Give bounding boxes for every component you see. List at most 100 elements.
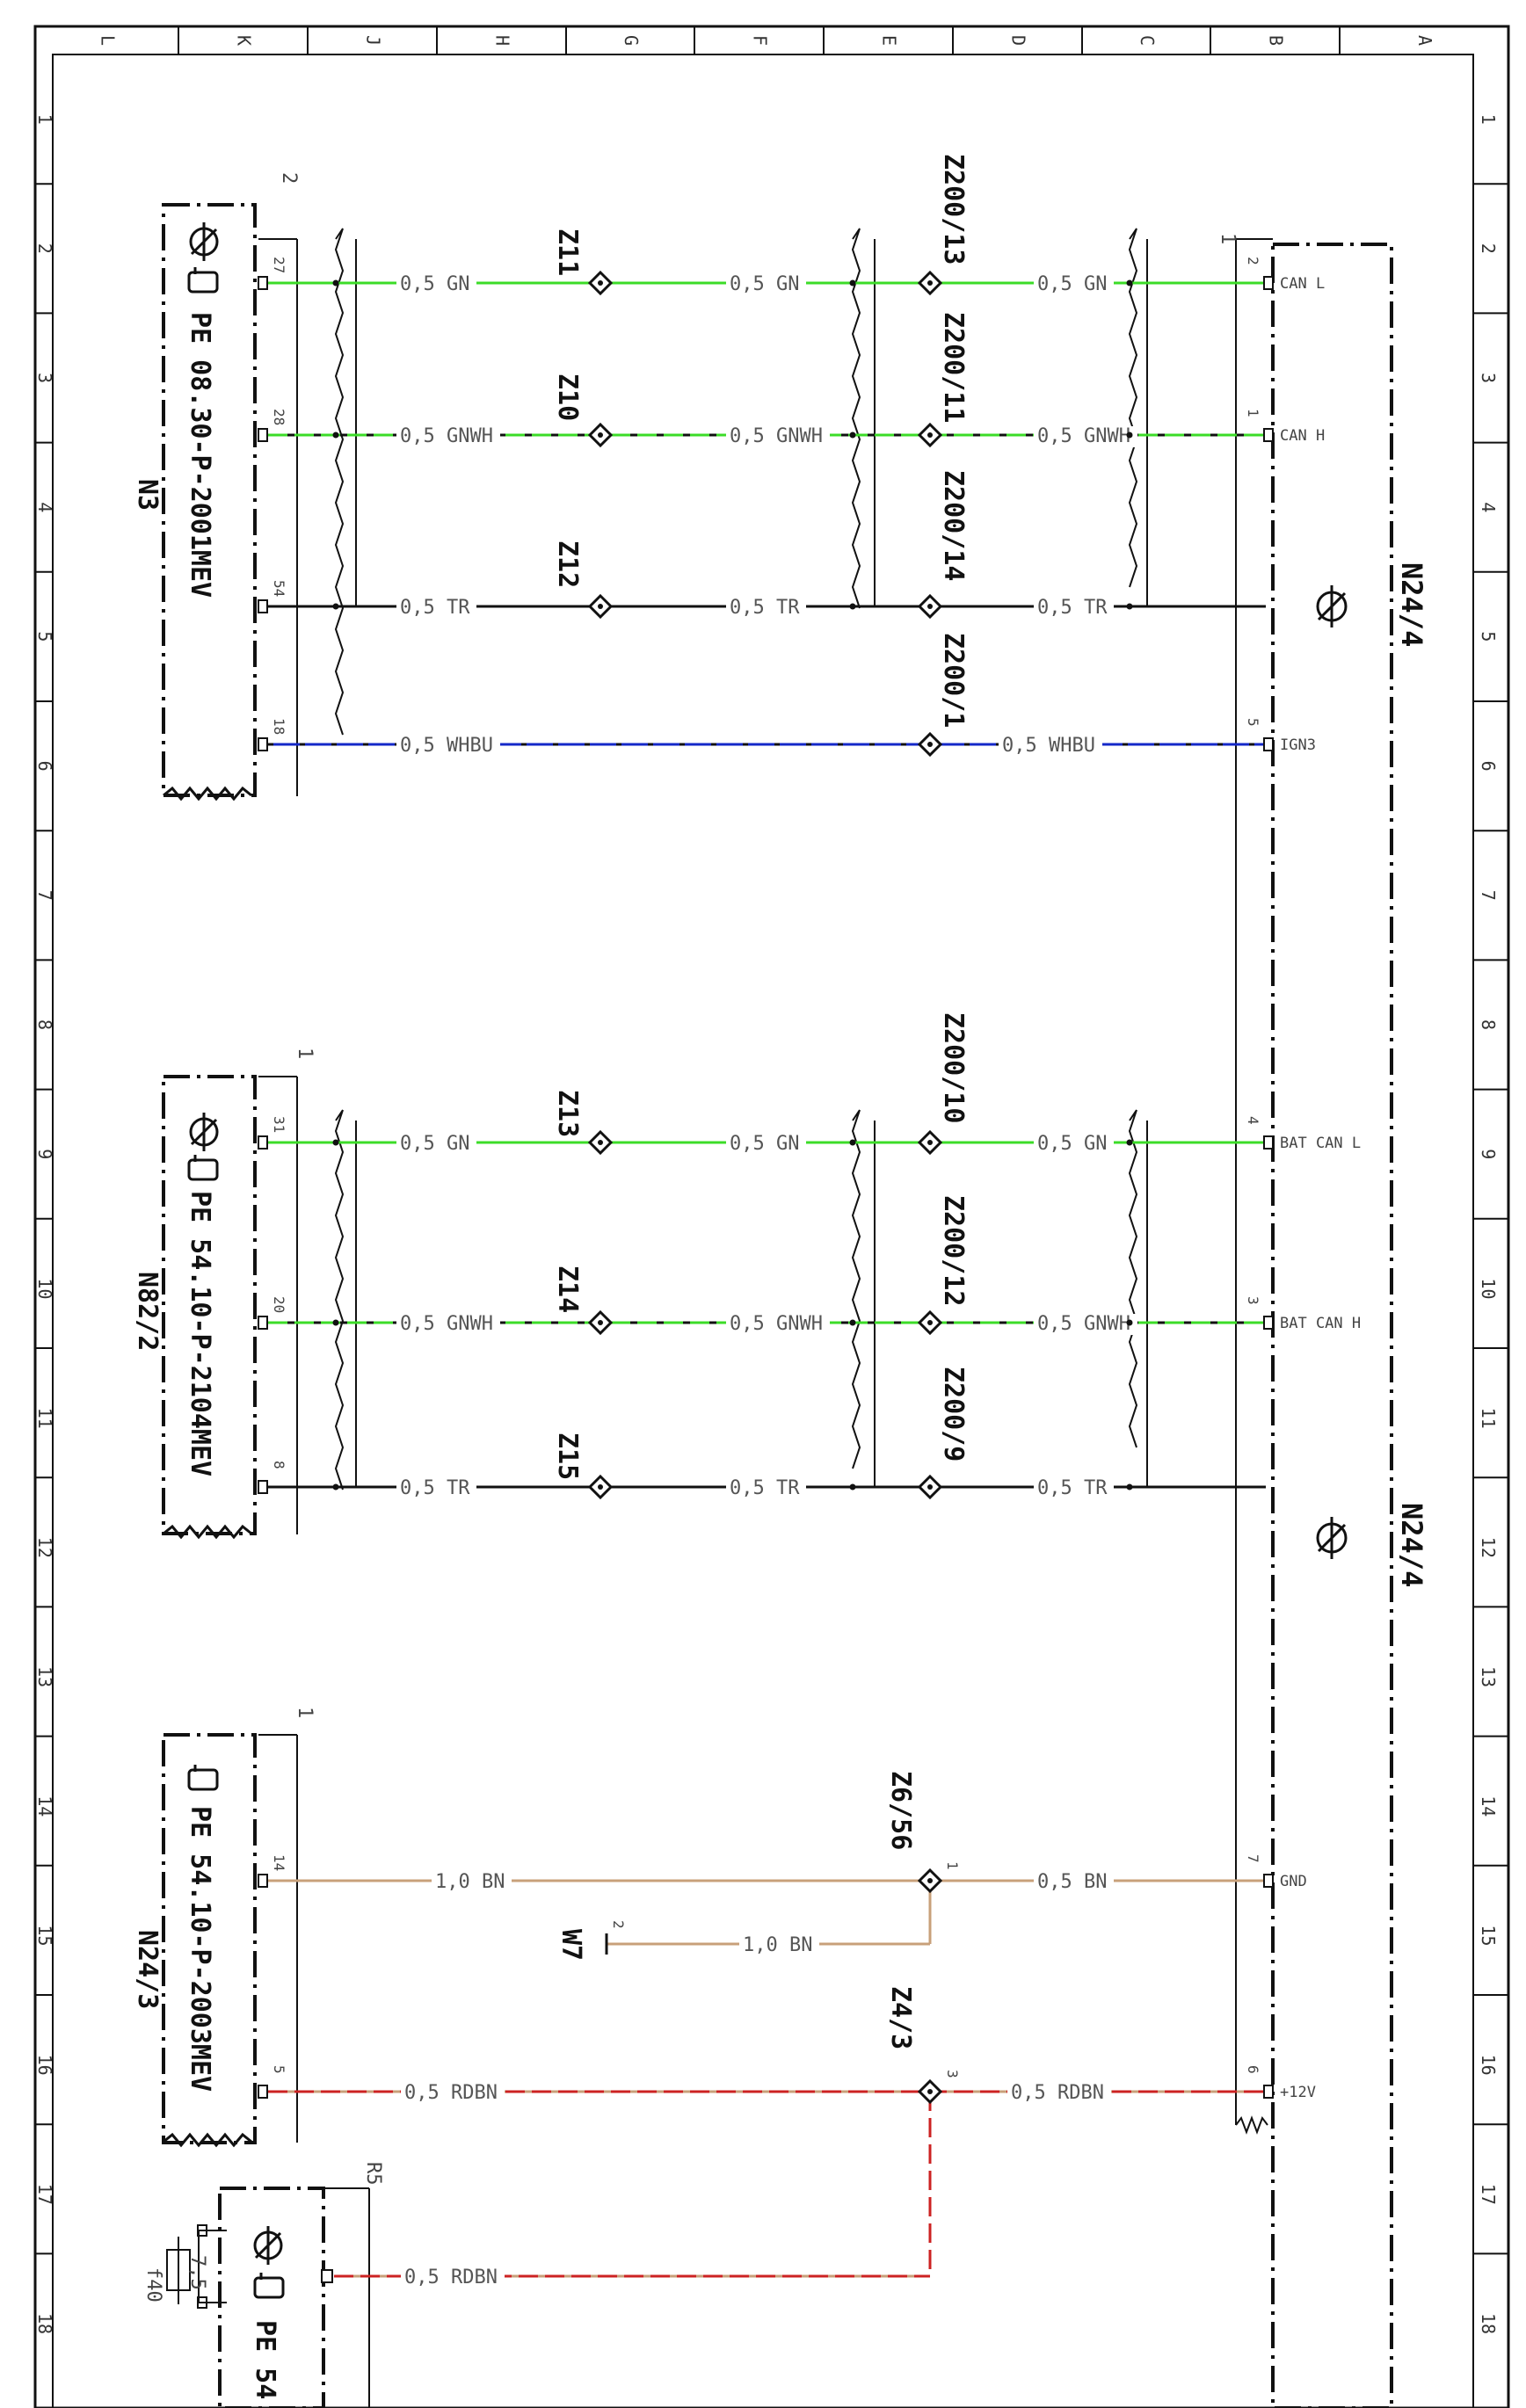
wire-label: 0,5 GNWH [1037,1313,1130,1335]
frame-row-label-left: 8 [34,1019,55,1030]
frame-row-label-left: 15 [34,1925,55,1946]
frame-column-label: E [879,35,900,46]
frame-column-label: F [750,35,771,46]
wire-label-bg [1034,1314,1137,1335]
wire-label: 0,5 RDBN [404,2267,498,2288]
splice-point: Z6/56 [885,1771,943,1894]
ecu-symbol-icon [189,1113,219,1151]
pin-name: BAT CAN L [1280,1135,1361,1152]
connector-pin [1263,2085,1274,2099]
junction-dot [849,1139,856,1146]
splice-dot [598,280,603,286]
frame-column-label: A [1414,35,1435,46]
connector-pin [258,276,268,290]
splice-dot [927,1140,933,1145]
wire-label-bg [1034,1872,1114,1893]
pin-number: 27 [271,257,287,273]
ecu-symbol-icon [189,222,219,261]
shield-zigzag-right [1128,228,1138,588]
frame-column-label: B [1266,35,1287,46]
junction-dot [849,1319,856,1326]
pin-number: 5 [1245,718,1261,727]
pin-number: 31 [271,1116,287,1133]
splice-dot [927,1484,933,1490]
frame-row-label-left: 7 [34,890,55,901]
frame-row-label-right: 14 [1478,1795,1499,1817]
splice-label: Z6/56 [885,1771,916,1850]
wire-label: 0,5 TR [400,597,470,619]
splice-dot [927,742,933,747]
connector-pin [258,1480,268,1494]
wire-label-bg [1034,426,1137,447]
frame-column-label: L [98,35,119,46]
twisted-pair-shield-marks [334,228,1148,1490]
connector-pin [258,599,268,613]
wire-label-bg [396,1134,476,1155]
splice-label: Z11 [552,228,583,276]
connector-n3-reference[interactable]: PE 08.30-P-2001MEV [185,312,215,598]
pin-number: 2 [610,1920,627,1929]
splice-point: Z11 [552,228,614,296]
splice-point: Z200/13 [917,154,969,296]
hand-pointer-icon [187,1155,219,1181]
wire-label-bg [726,1478,806,1499]
frame-column-label: K [234,35,255,46]
splice-dot [927,604,933,609]
connector-n24-3-reference[interactable]: PE 54.10-P-2003MEV [185,1806,215,2092]
splice-point: Z13 [552,1090,614,1156]
splice-label: Z200/11 [938,312,969,423]
pin-number: 18 [271,718,287,735]
frame-row-label-left: 6 [34,761,55,772]
pin-number: 28 [271,409,287,425]
frame-row-label-right: 9 [1478,1149,1499,1159]
splice-label: Z200/14 [938,470,969,581]
fuse-f40-rating: 7,5 [186,2255,208,2290]
splice-dot [598,1484,603,1490]
wire-label: 0,5 GN [400,273,469,295]
wire-label: 0,5 GN [730,273,799,295]
pin-number: 6 [1245,2065,1261,2074]
connector-n82-2-reference[interactable]: PE 54.10-P-2104MEV [185,1191,215,1476]
splice-dot [927,2089,933,2094]
frame-row-label-right: 3 [1478,373,1499,383]
junction-dot [849,432,856,439]
wire-label: 0,5 GN [1037,273,1107,295]
module-r5-reference[interactable]: PE 54 [250,2320,280,2399]
wire-label: 1,0 BN [743,1934,812,1956]
shield-zigzag-n82 [334,1109,345,1490]
frame-row-label-left: 5 [34,631,55,642]
junction-dot [1126,279,1133,286]
connector-pin [321,2269,333,2283]
frame-row-label-left: 14 [34,1795,55,1817]
connector-n24-3-boundary [162,1733,257,2144]
wire-label: 0,5 BN [1037,1871,1107,1893]
wire-label: 0,5 TR [730,1477,800,1499]
shield-zigzag-mid [851,228,861,609]
wire-label-bg [396,736,500,757]
splice-point: Z200/11 [917,312,969,448]
splice-label: Z200/10 [938,1012,969,1123]
connector-pin [1263,737,1274,751]
frame-row-label-right: 7 [1478,890,1499,901]
module-n24-4-label: N24/4 [1395,562,1428,647]
ecu-symbol-icon [1316,585,1348,627]
frame-row-label-right: 1 [1478,114,1499,125]
wire-label: 0,5 GNWH [400,425,493,447]
splice-point: Z10 [552,374,614,448]
pin-name: BAT CAN H [1280,1315,1361,1332]
pin-number: 1 [944,1861,961,1870]
module-n24-4-break-symbol [1235,2115,1268,2135]
frame-row-label-right: 8 [1478,1019,1499,1030]
ground-w7-label: W7 [556,1929,586,1961]
frame-column-label: D [1008,35,1029,46]
pin-number: 5 [271,2065,287,2074]
splice-point: Z14 [552,1266,614,1336]
wire-label-bg [1034,1478,1114,1499]
splice-point: Z4/3 [885,1986,943,2105]
fuse-f40-pin-top [197,2224,207,2237]
pin-number: 7 [1245,1854,1261,1863]
splices: Z11Z10Z12Z200/13Z200/11Z200/14Z200/1Z13Z… [552,154,969,2105]
pin-number: 54 [271,580,287,597]
pin-name: IGN3 [1280,736,1316,754]
wire-label-bg [739,1935,819,1956]
